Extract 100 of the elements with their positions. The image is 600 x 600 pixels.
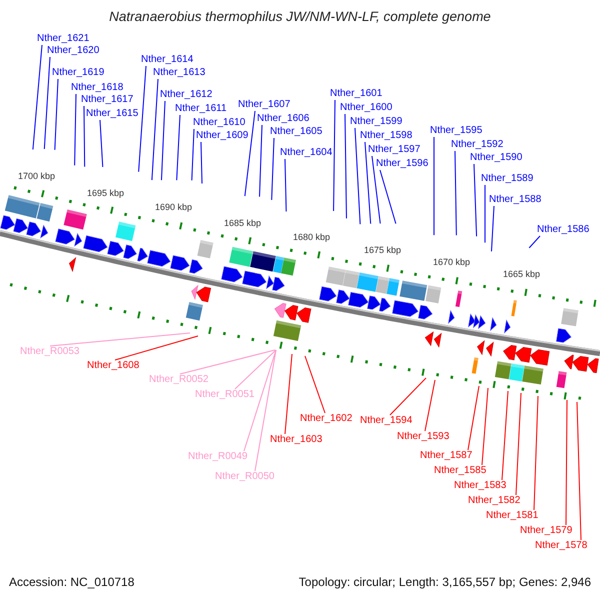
gene-label: Nther_R0053 (20, 346, 80, 358)
leader-line (244, 110, 256, 197)
gene-label: Nther_1605 (270, 126, 322, 138)
leader-line (284, 354, 292, 434)
gene-label: Nther_1608 (87, 360, 140, 372)
leader-line (424, 380, 436, 432)
gene-label: Nther_1621 (37, 33, 90, 45)
title: Natranaerobius thermophilus JW/NM-WN-LF, complete genome (108, 9, 492, 24)
genome-stats-text: Topology: circular; Length: 3,165,557 bp; Genes: 2,946 (298, 575, 591, 589)
leader-line (528, 236, 540, 248)
scale-label: 1670 kbp (433, 256, 470, 268)
gene-label: Nther_1615 (86, 108, 138, 120)
leader-line (576, 402, 582, 540)
leader-line (244, 350, 276, 452)
gene-label: Nther_1585 (434, 465, 486, 477)
gene-label: Nther_1611 (175, 103, 227, 115)
gene-label: Nther_1613 (153, 67, 206, 79)
leader-line (32, 44, 42, 150)
gene-label: Nther_1606 (257, 113, 310, 125)
gene-label: Nther_1581 (486, 510, 538, 522)
gene-label: Nther_1612 (160, 89, 212, 101)
gene-label: Nther_1592 (451, 139, 504, 151)
gene-label: Nther_1602 (300, 413, 352, 425)
leader-line (390, 378, 426, 416)
gene-label: Nther_1588 (489, 194, 542, 206)
gene-label: Nther_1596 (376, 158, 428, 170)
gene-label: Nther_1598 (360, 130, 412, 142)
gene-label: Nther_1597 (368, 144, 420, 156)
gene-label: Nther_1594 (360, 415, 412, 427)
leader-line (259, 124, 262, 198)
scale-label: 1690 kbp (155, 201, 192, 213)
leader-line (482, 388, 488, 466)
gene-label: Nther_1619 (52, 67, 104, 79)
leader-line (50, 332, 190, 346)
leader-line (566, 400, 568, 526)
gene-label: Nther_1620 (47, 45, 100, 57)
scale-label: 1700 kbp (18, 170, 56, 182)
gene-label: Nther_1604 (280, 147, 332, 159)
leader-line (200, 142, 202, 184)
gene-label: Nther_1603 (270, 434, 322, 446)
leader-line (372, 156, 381, 224)
leader-line (454, 150, 457, 236)
gene-label: Nther_1595 (430, 125, 482, 137)
gene-label: Nther_1599 (350, 116, 402, 128)
gene-label: Nther_1587 (420, 450, 472, 462)
leader-line (138, 66, 146, 172)
leader-line (180, 350, 276, 374)
leader-line (364, 142, 372, 224)
gene-label: Nther_1589 (481, 173, 534, 185)
gene-label: Nther_1593 (397, 431, 450, 443)
leader-line (333, 100, 336, 212)
leader-line (534, 396, 538, 510)
leader-line (191, 128, 194, 181)
leader-line (380, 170, 396, 224)
leader-line (254, 350, 276, 472)
leader-line (54, 78, 58, 150)
gene-label: Nther_1590 (470, 152, 522, 164)
scale-label: 1685 kbp (224, 217, 262, 229)
leader-line (484, 184, 486, 244)
gene-label: Nther_1579 (520, 525, 572, 537)
gene-label: Nther_1614 (141, 54, 194, 66)
gene-label: Nther_1609 (196, 130, 248, 142)
leader-line (234, 350, 276, 390)
leader-line (354, 128, 361, 225)
accession-text: Accession: NC_010718 (9, 575, 134, 589)
scale-label: 1675 kbp (364, 244, 402, 256)
gene-label: Nther_1601 (330, 88, 382, 100)
gene-label: Nther_1618 (71, 82, 124, 94)
leader-line (114, 336, 198, 360)
gene-label: Nther_1583 (454, 480, 506, 492)
gene-label: Nther_1600 (340, 102, 392, 114)
leader-line (271, 138, 274, 200)
leader-line (74, 94, 76, 166)
gene-label: Nther_1586 (537, 224, 590, 236)
leader-line (474, 164, 478, 237)
leader-line (160, 100, 166, 181)
leader-line (516, 392, 522, 496)
leader-line (502, 390, 508, 480)
leader-line (490, 206, 494, 252)
gene-label: Nther_R0052 (149, 374, 208, 386)
leader-line (44, 56, 50, 150)
leader-line (468, 386, 480, 450)
leader-line (284, 158, 287, 212)
gene-label: Nther_R0051 (195, 389, 254, 401)
leader-line (176, 114, 180, 181)
leader-line (84, 106, 86, 168)
leader-line (100, 120, 104, 168)
gene-label: Nther_1607 (238, 99, 290, 111)
leader-line (344, 114, 347, 219)
scale-label: 1680 kbp (293, 231, 330, 243)
gene-label: Nther_1610 (193, 117, 246, 129)
gene-label: Nther_R0050 (215, 471, 274, 483)
gene-label: Nther_1582 (468, 495, 520, 507)
scale-label: 1695 kbp (87, 187, 124, 199)
leader-line (151, 78, 158, 181)
scale-label: 1665 kbp (503, 268, 540, 280)
gene-label: Nther_1578 (535, 540, 588, 552)
leader-line (304, 356, 326, 414)
gene-label: Nther_1617 (81, 94, 134, 106)
gene-label: Nther_R0049 (188, 451, 248, 463)
